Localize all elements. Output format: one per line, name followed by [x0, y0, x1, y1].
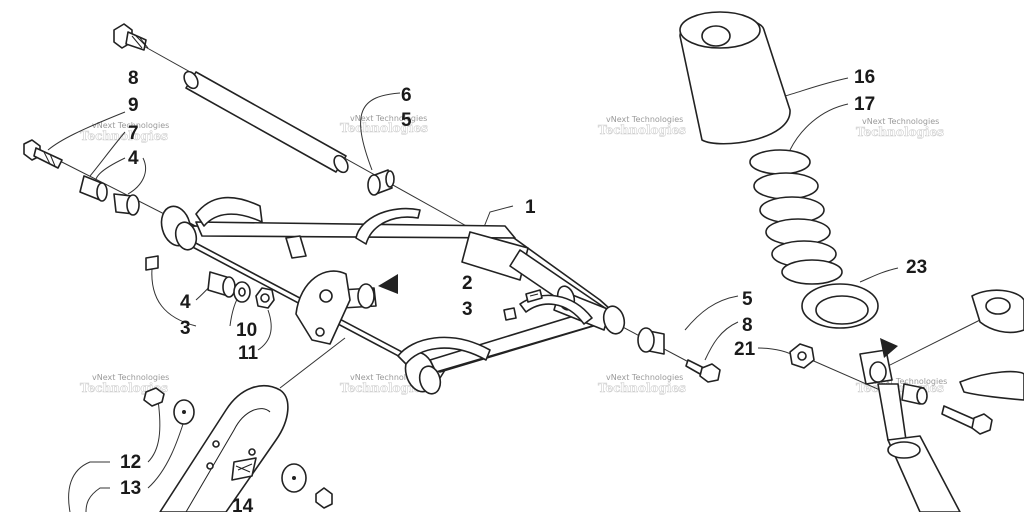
callout-6: 6 — [401, 85, 412, 106]
watermark-2: Technologies vNext Technologies — [340, 114, 429, 135]
callout-10: 10 — [236, 320, 257, 341]
callout-11: 11 — [238, 343, 259, 364]
fitting-3-left — [145, 255, 159, 271]
svg-text:Technologies: Technologies — [598, 381, 686, 395]
callout-5-right: 5 — [742, 289, 753, 310]
a-arm-1 — [160, 196, 626, 395]
nut-14c — [315, 487, 333, 509]
callout-21: 21 — [734, 339, 756, 360]
washer-13 — [173, 399, 195, 425]
bolt-8-top — [113, 23, 149, 51]
bracket-right — [959, 289, 1024, 401]
fitting-2 — [525, 289, 543, 303]
nut-21 — [789, 343, 815, 369]
svg-text:Technologies: Technologies — [340, 121, 428, 135]
washer-14b — [281, 463, 307, 493]
bolt-right-shock — [941, 405, 993, 435]
watermark-6: Technologies vNext Technologies — [340, 373, 429, 395]
svg-text:Technologies: Technologies — [598, 123, 686, 137]
watermark-3: Technologies vNext Technologies — [598, 115, 687, 137]
strap-14 — [159, 385, 289, 512]
boot-16 — [679, 11, 791, 145]
svg-text:vNext Technologies: vNext Technologies — [350, 373, 427, 382]
bolt-8-right — [685, 359, 721, 383]
svg-text:Technologies: Technologies — [80, 129, 168, 143]
bushing-4-low — [207, 271, 236, 298]
callout-5-top: 5 — [401, 110, 412, 131]
watermark-1: Technologies vNext Technologies — [80, 121, 170, 143]
bushing-4-top — [113, 193, 140, 216]
bushing-5-top — [367, 169, 395, 196]
svg-text:vNext Technologies: vNext Technologies — [92, 121, 169, 130]
callout-1: 1 — [525, 197, 536, 218]
svg-text:vNext Technologies: vNext Technologies — [870, 377, 947, 386]
fitting-3-mid — [503, 307, 517, 321]
watermark-4: Technologies vNext Technologies — [856, 117, 945, 139]
svg-text:vNext Technologies: vNext Technologies — [862, 117, 939, 126]
svg-text:Technologies: Technologies — [340, 381, 428, 395]
callout-23: 23 — [906, 257, 927, 278]
callout-14: 14 — [232, 496, 254, 512]
callout-8-right: 8 — [742, 315, 753, 336]
callout-9: 9 — [128, 95, 139, 116]
callout-12: 12 — [120, 452, 141, 473]
bushing-5-right — [637, 327, 665, 355]
callout-13: 13 — [120, 478, 141, 499]
callout-16: 16 — [854, 67, 875, 88]
svg-text:Technologies: Technologies — [856, 125, 944, 139]
watermark-7: Technologies vNext Technologies — [598, 373, 687, 395]
callout-3-mid: 3 — [462, 299, 473, 320]
callout-3-left: 3 — [180, 318, 191, 339]
spring-17 — [749, 149, 843, 285]
callout-4-low: 4 — [180, 292, 191, 313]
callout-4-top: 4 — [128, 148, 139, 169]
washer-10 — [233, 281, 251, 303]
spacer-right — [901, 383, 928, 405]
seat-23 — [801, 283, 879, 329]
bolt-left — [23, 139, 63, 169]
svg-text:vNext Technologies: vNext Technologies — [350, 114, 427, 123]
tube-6 — [183, 70, 349, 174]
shock-body — [877, 383, 961, 512]
callout-8-top: 8 — [128, 68, 139, 89]
nut-11 — [255, 287, 275, 309]
callout-2: 2 — [462, 273, 473, 294]
svg-text:vNext Technologies: vNext Technologies — [92, 373, 169, 382]
bolt-12 — [143, 387, 165, 407]
callout-labels: 1 2 3 3 4 4 5 5 6 7 8 8 9 10 11 12 13 14… — [120, 67, 927, 512]
watermark-group: Technologies vNext Technologies Technolo… — [80, 114, 948, 395]
svg-text:vNext Technologies: vNext Technologies — [606, 373, 683, 382]
spacer-7 — [79, 175, 108, 202]
shock-eye — [859, 338, 898, 385]
callout-7: 7 — [128, 123, 139, 144]
callout-17: 17 — [854, 94, 875, 115]
svg-text:vNext Technologies: vNext Technologies — [606, 115, 683, 124]
